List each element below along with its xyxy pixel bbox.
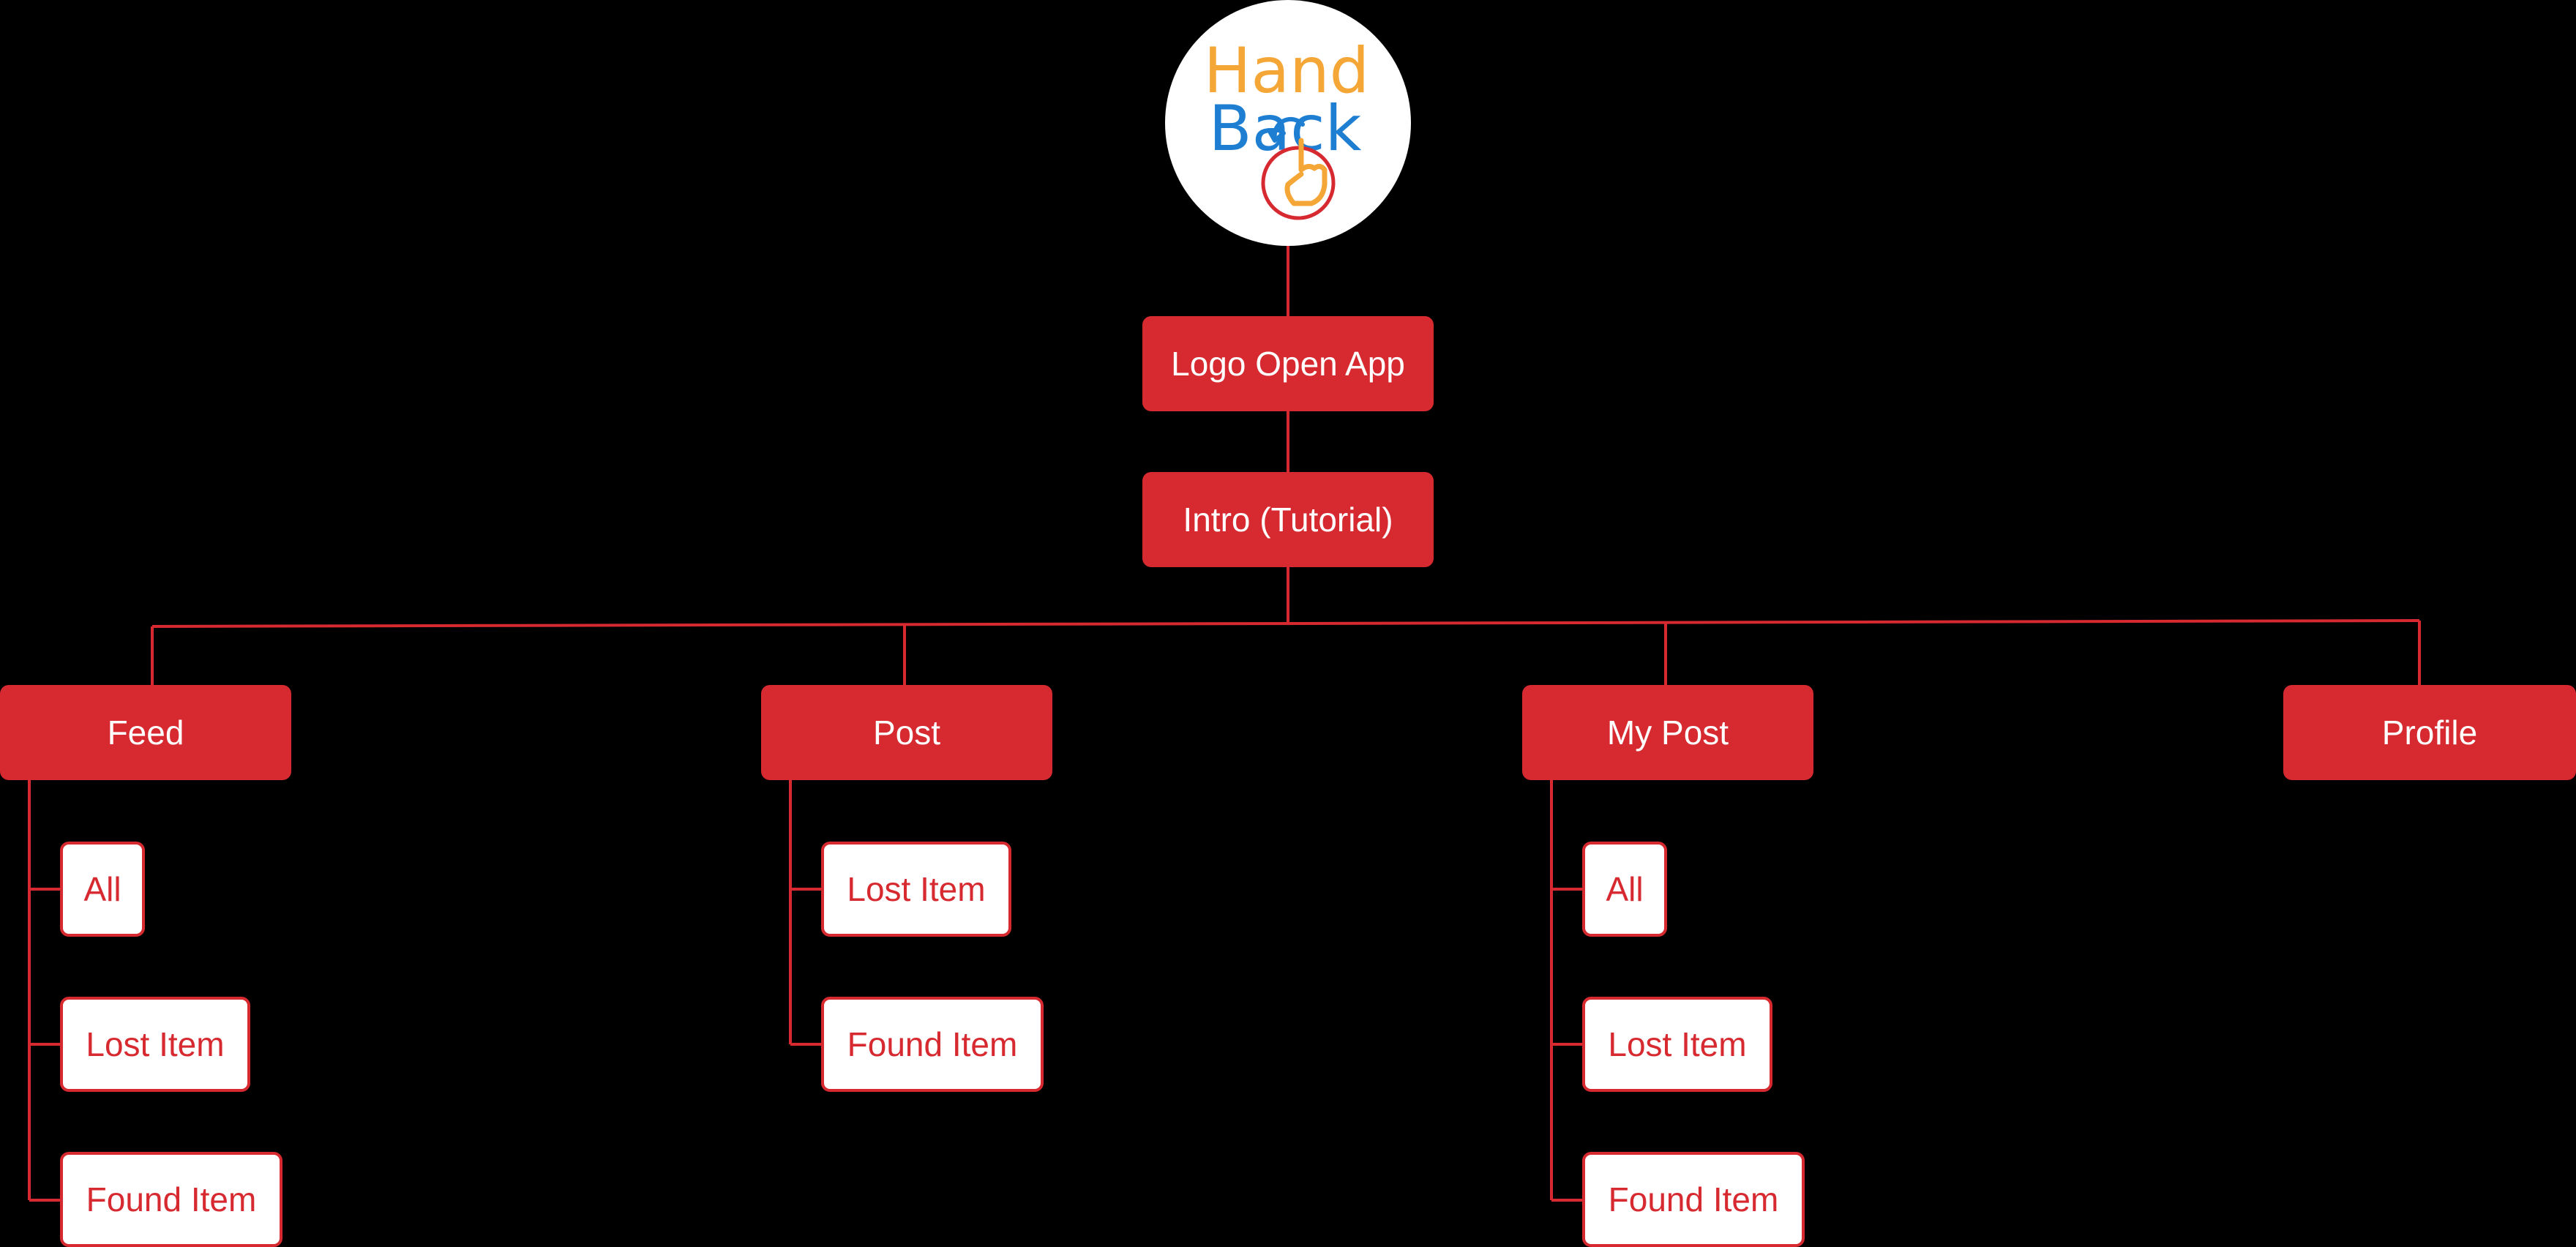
node-feed: Feed <box>0 685 291 780</box>
logo-text-line2: Back <box>1209 92 1362 165</box>
logo-ring-icon <box>1261 146 1336 220</box>
handback-logo: Hand Back <box>1165 0 1411 246</box>
handback-logo-mark: Hand Back <box>1204 34 1369 220</box>
connector-main-bus <box>151 619 2420 628</box>
refresh-arrow-icon <box>1272 116 1305 140</box>
node-post: Post <box>761 685 1052 780</box>
node-my-post-lost-item: Lost Item <box>1582 997 1772 1092</box>
node-open-app: Logo Open App <box>1142 316 1434 411</box>
node-profile: Profile <box>2283 685 2576 780</box>
node-feed-lost-item: Lost Item <box>60 997 250 1092</box>
node-my-post: My Post <box>1522 685 1813 780</box>
node-feed-all: All <box>60 842 145 937</box>
logo-text-line1: Hand <box>1204 34 1369 108</box>
node-intro: Intro (Tutorial) <box>1142 472 1434 567</box>
node-post-lost-item: Lost Item <box>821 842 1011 937</box>
node-my-post-found-item: Found Item <box>1582 1152 1805 1247</box>
pointing-hand-icon <box>1284 138 1328 206</box>
node-feed-found-item: Found Item <box>60 1152 282 1247</box>
node-my-post-all: All <box>1582 842 1667 937</box>
node-post-found-item: Found Item <box>821 997 1044 1092</box>
